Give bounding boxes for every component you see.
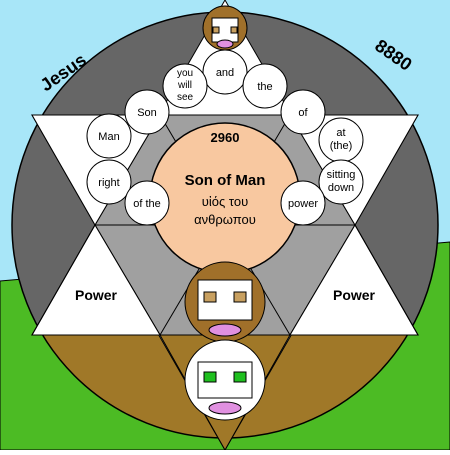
circle-man <box>86 113 132 159</box>
label-down: down <box>328 182 354 194</box>
circle-of <box>280 89 326 135</box>
label-at: at <box>336 127 345 139</box>
face-icon-bottom <box>184 339 266 421</box>
circle-son <box>124 89 170 135</box>
center-title: Son of Man <box>185 172 266 189</box>
label-son: Son <box>137 107 157 119</box>
label-sitting: sitting <box>327 169 356 181</box>
label-right: right <box>98 177 119 189</box>
circle-of-the <box>124 180 170 226</box>
label-of-the: of the <box>133 198 161 210</box>
label-man: Man <box>98 131 119 143</box>
circle-you-will-see <box>162 63 208 109</box>
word-circles <box>86 49 364 226</box>
label-power-right: Power <box>333 287 376 303</box>
center-greek-1: υἱός του <box>202 194 248 209</box>
circle-sitting-down <box>318 159 364 205</box>
label-see: see <box>177 92 194 103</box>
center-greek-2: ανθρωπου <box>194 212 256 227</box>
label-the: the <box>257 81 272 93</box>
face-icon-top <box>202 5 248 51</box>
circle-power <box>280 180 326 226</box>
circle-the <box>242 63 288 109</box>
face-icon-middle <box>184 261 266 343</box>
label-power-small: power <box>288 198 318 210</box>
label-the-paren: (the) <box>330 140 353 152</box>
label-and: and <box>216 67 234 79</box>
center-number: 2960 <box>211 130 240 145</box>
label-will: will <box>177 80 192 91</box>
label-you: you <box>177 68 193 79</box>
circle-right <box>86 159 132 205</box>
label-power-left: Power <box>75 287 118 303</box>
label-of: of <box>298 107 308 119</box>
